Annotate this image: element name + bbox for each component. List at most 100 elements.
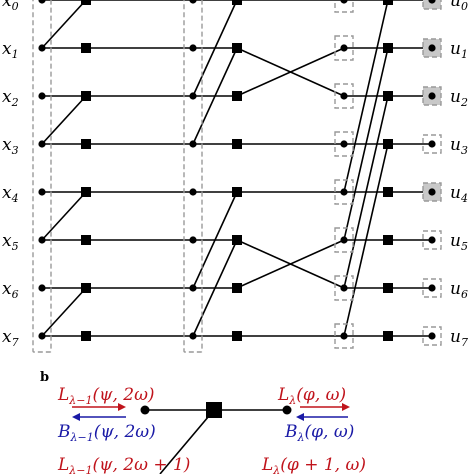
- output-label-u7: u7: [450, 327, 468, 349]
- variable-node: [189, 44, 197, 52]
- check-node: [81, 43, 91, 53]
- wire: [41, 95, 87, 145]
- output-label-u5: u5: [450, 231, 468, 253]
- top-left-blue-label: Bλ−1(ψ, 2ω): [57, 422, 156, 444]
- dashed-node-box: [334, 275, 354, 301]
- variable-node: [38, 236, 46, 244]
- variable-node: [189, 0, 197, 4]
- wire: [41, 0, 87, 49]
- dashed-node-box: [334, 179, 354, 205]
- check-node: [81, 187, 91, 197]
- check-node: [232, 139, 242, 149]
- bottom-right-red-label: Lλ(φ + 1, ω): [261, 455, 366, 474]
- variable-node: [189, 332, 197, 340]
- dashed-node-box: [334, 131, 354, 157]
- top-right-red-label: Lλ(φ, ω): [277, 385, 346, 407]
- bottom-left-red-label: Lλ−1(ψ, 2ω + 1): [57, 455, 190, 474]
- variable-node: [340, 0, 348, 4]
- output-label-u4: u4: [450, 183, 468, 205]
- panel-b-label: b: [40, 370, 49, 385]
- output-label-u2: u2: [450, 87, 468, 109]
- variable-node: [282, 405, 292, 415]
- input-label-x2: x2: [2, 87, 19, 109]
- check-node: [383, 187, 393, 197]
- check-node: [232, 91, 242, 101]
- arrowhead: [72, 413, 80, 421]
- check-node: [383, 91, 393, 101]
- panel-b: b Lλ−1(ψ, 2ω) Bλ−1(ψ, 2ω) Lλ(φ, ω) Bλ(φ,…: [40, 370, 366, 474]
- input-label-x3: x3: [2, 135, 19, 157]
- variable-node: [38, 0, 46, 4]
- variable-node: [340, 140, 348, 148]
- variable-node: [428, 140, 436, 148]
- variable-node: [340, 332, 348, 340]
- input-label-x6: x6: [2, 279, 19, 301]
- output-label-u6: u6: [450, 279, 468, 301]
- arrowhead: [342, 403, 350, 411]
- variable-node: [38, 284, 46, 292]
- check-node: [383, 331, 393, 341]
- check-node: [81, 0, 91, 5]
- graph-nodes: [38, 0, 436, 341]
- variable-node: [340, 284, 348, 292]
- variable-node: [340, 236, 348, 244]
- variable-node: [340, 44, 348, 52]
- check-node: [383, 43, 393, 53]
- variable-node: [38, 188, 46, 196]
- variable-node: [38, 44, 46, 52]
- wire: [41, 191, 87, 241]
- variable-node: [140, 405, 150, 415]
- check-node: [232, 187, 242, 197]
- check-node: [81, 283, 91, 293]
- check-node: [206, 402, 222, 418]
- dashed-node-box: [334, 0, 354, 13]
- input-label-x5: x5: [2, 231, 19, 253]
- variable-node: [189, 188, 197, 196]
- arrowhead: [118, 403, 126, 411]
- variable-node: [428, 284, 436, 292]
- variable-node: [340, 92, 348, 100]
- variable-node: [428, 236, 436, 244]
- check-node: [232, 0, 242, 5]
- wire: [236, 239, 345, 289]
- check-node: [232, 43, 242, 53]
- check-node: [81, 235, 91, 245]
- dashed-stage-box: [183, 0, 203, 353]
- wire: [41, 287, 87, 337]
- dashed-stage-box: [32, 0, 52, 353]
- output-box: [422, 278, 442, 298]
- input-label-x4: x4: [2, 183, 19, 205]
- top-right-blue-label: Bλ(φ, ω): [284, 422, 354, 444]
- input-label-x1: x1: [2, 39, 19, 61]
- variable-node: [340, 188, 348, 196]
- wire: [159, 409, 215, 474]
- variable-node: [428, 188, 436, 196]
- check-node: [383, 283, 393, 293]
- dashed-node-box: [334, 323, 354, 349]
- dashed-node-box: [334, 83, 354, 109]
- input-label-x0: x0: [2, 0, 19, 13]
- variable-node: [38, 332, 46, 340]
- check-node: [81, 331, 91, 341]
- variable-node: [38, 140, 46, 148]
- variable-node: [189, 284, 197, 292]
- output-label-u3: u3: [450, 135, 468, 157]
- output-label-u0: u0: [450, 0, 468, 13]
- output-box: [422, 230, 442, 250]
- check-node: [383, 139, 393, 149]
- variable-node: [189, 236, 197, 244]
- output-box: [422, 134, 442, 154]
- variable-node: [189, 92, 197, 100]
- check-node: [383, 235, 393, 245]
- variable-node: [38, 92, 46, 100]
- dashed-node-box: [334, 35, 354, 61]
- check-node: [232, 331, 242, 341]
- check-node: [81, 139, 91, 149]
- variable-node: [428, 92, 436, 100]
- wire: [236, 47, 345, 97]
- output-label-u1: u1: [450, 39, 468, 61]
- variable-node: [428, 332, 436, 340]
- variable-node: [428, 0, 436, 4]
